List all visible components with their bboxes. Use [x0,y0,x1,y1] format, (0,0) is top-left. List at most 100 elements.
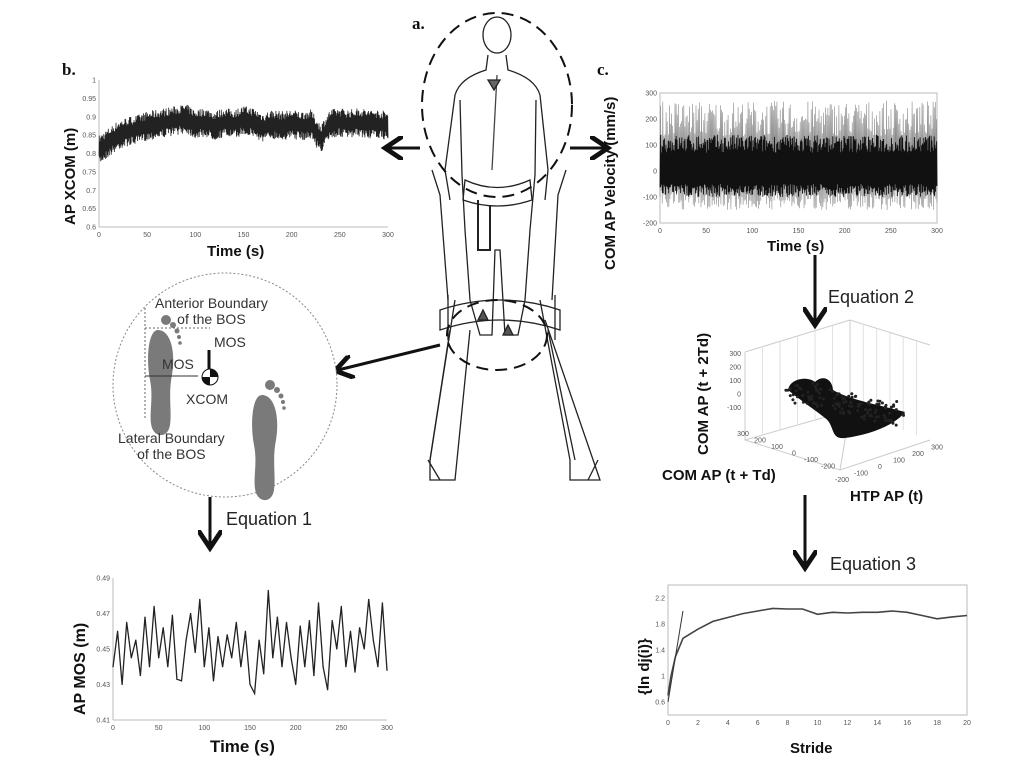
y-tick-label: 0.41 [96,718,110,725]
z-tick-label: 300 [729,351,741,358]
y-tick-label: 0.9 [86,114,96,121]
x-tick-label: -200 [835,477,849,484]
mos-data-point [276,616,278,618]
state-space-point [794,389,798,393]
state-space-point [821,397,825,401]
state-space-3d-plot: 3002001000-1003002001000-100-200-200-100… [727,319,943,484]
state-space-point [882,413,886,417]
mos-data-point [336,648,338,650]
y-tick-label: 0.95 [82,96,96,103]
y-tick-label: 200 [754,438,766,445]
equation-3-label: Equation 3 [830,554,917,574]
state-space-point [869,398,873,402]
mos-data-point [386,669,388,671]
equation-2-label: Equation 2 [828,287,915,307]
mos-data-point [116,630,119,632]
state-space-point [831,389,835,393]
x-tick-label: 14 [873,720,881,727]
state-space-point [849,401,853,404]
state-space-point [883,416,887,419]
state-space-point [847,394,851,398]
state-space-point [797,386,801,390]
mos-data-point [313,675,315,677]
state-space-point [895,400,899,403]
y-tick-label: 100 [771,444,783,451]
mos-ap-label: MOS [214,334,246,350]
state-space-point [811,401,815,405]
x-tick-label: 2 [696,720,700,727]
state-space-point [806,390,810,394]
mos-data-point [359,627,361,629]
z-tick-label: 200 [729,365,741,372]
state-space-point [811,382,815,385]
state-space-point [815,388,818,392]
state-space-point [839,411,842,415]
mos-x-axis-label: Time (s) [210,737,275,756]
state-space-point [850,392,854,396]
state-space-point [788,394,792,398]
state-space-point [847,409,851,413]
x-tick-label: 4 [726,720,730,727]
anterior-line2: of the BOS [177,311,246,327]
equation-1-label: Equation 1 [226,509,313,529]
x-tick-label: 50 [702,228,710,235]
state-space-point [866,411,870,415]
mos-data-point [249,683,251,686]
x-tick-label: 8 [786,720,790,727]
divergence-x-axis-label: Stride [790,740,833,757]
state-space-point [791,393,795,397]
mos-data-point [217,635,219,638]
panel-label-b: b. [62,60,76,79]
state-space-point [853,395,857,398]
mos-data-point [363,648,365,650]
x-tick-label: 300 [381,725,393,732]
mos-data-point [340,605,342,608]
xcom-label: XCOM [186,391,228,407]
x-tick-label: 250 [335,725,347,732]
x-tick-label: 150 [793,228,805,235]
y-tick-label: 100 [645,143,657,150]
state-space-y-axis-label: COM AP (t + Td) [662,467,776,484]
mos-data-point [331,620,333,622]
mos-ml-label: MOS [162,356,194,372]
y-tick-label: 0.65 [82,206,96,213]
state-space-point [832,396,836,400]
state-space-point-cloud [788,378,905,439]
mos-data-point [167,666,169,668]
y-tick-label: 1.8 [655,622,665,629]
state-space-point [814,402,818,406]
y-tick-label: 0.43 [96,682,110,689]
x-tick-label: 0 [666,720,670,727]
y-tick-label: 0.85 [82,133,96,140]
mos-data-point [295,683,297,686]
state-space-point [887,418,890,422]
mos-data-point [199,598,201,600]
x-tick-label: 20 [963,720,971,727]
velocity-core-series [659,134,938,197]
mos-data-point [240,666,242,668]
state-space-point [805,401,809,405]
x-tick-label: 100 [189,232,201,239]
y-tick-label: -200 [643,221,657,228]
state-space-point [788,387,792,391]
state-space-point [837,402,841,406]
state-space-point [884,406,887,410]
state-space-point [902,413,905,417]
x-tick-label: 0 [111,725,115,732]
mos-data-point [263,673,265,675]
z-tick-label: 0 [737,392,741,399]
mos-data-point [126,621,128,623]
mos-data-point [267,589,269,592]
state-space-point [819,387,823,391]
x-tick-label: 18 [933,720,941,727]
state-space-point [874,408,878,412]
y-tick-label: 0.75 [82,169,96,176]
x-tick-label: -100 [854,471,868,478]
mos-data-point [304,666,306,668]
y-tick-label: -200 [821,464,835,471]
y-tick-label: 1 [92,78,96,85]
state-space-point [850,395,854,399]
